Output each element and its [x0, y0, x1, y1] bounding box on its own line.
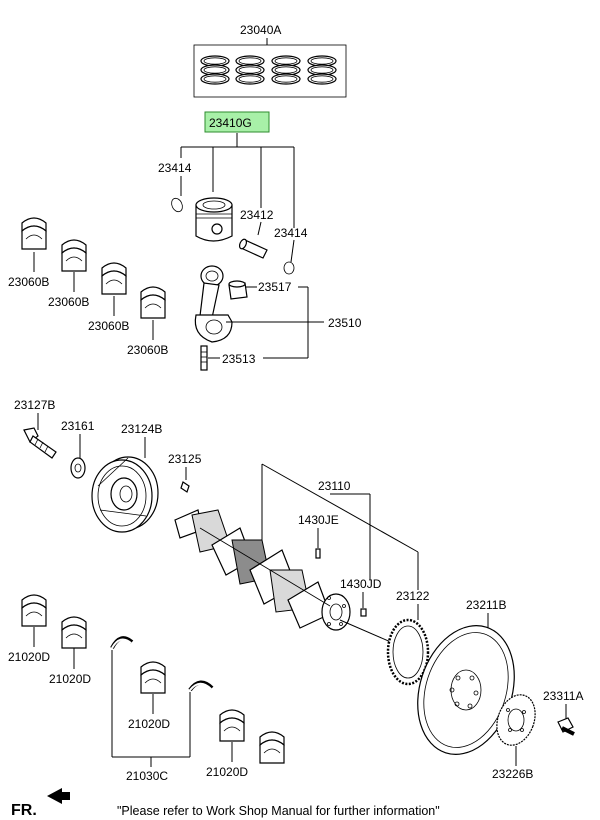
label-piston-assy[interactable]: 23410G: [209, 116, 252, 130]
main-bearing-part[interactable]: [21, 594, 47, 627]
thrust-washer-part[interactable]: [110, 636, 214, 692]
label-snap-ring-top[interactable]: 23414: [158, 161, 192, 175]
pulley-bolt-part[interactable]: [23, 427, 57, 459]
ring-set-part[interactable]: [193, 44, 347, 98]
damper-pulley-part[interactable]: [91, 456, 159, 533]
footer-note: "Please refer to Work Shop Manual for fu…: [117, 804, 440, 818]
label-key[interactable]: 23125: [168, 452, 202, 466]
piston-ring-stack: [235, 55, 265, 85]
label-rod-bolt[interactable]: 23513: [222, 352, 256, 366]
piston-ring-stack: [307, 55, 337, 85]
label-pin-2[interactable]: 1430JD: [340, 577, 382, 591]
label-main-bearing-2[interactable]: 21020D: [49, 672, 91, 686]
label-con-rod[interactable]: 23510: [328, 316, 362, 330]
label-snap-ring-bottom[interactable]: 23414: [274, 226, 308, 240]
rod-bolt-part[interactable]: [200, 345, 208, 371]
piston-assy-highlight[interactable]: [204, 111, 270, 133]
label-washer[interactable]: 23161: [61, 419, 95, 433]
piston-ring-stack: [200, 55, 230, 85]
label-plate-bolt[interactable]: 23311A: [543, 689, 583, 703]
snap-ring-top-part[interactable]: [170, 197, 185, 214]
plate-bolt-part[interactable]: [557, 717, 575, 736]
pin-1-part[interactable]: [315, 548, 321, 559]
adapter-plate-part[interactable]: [490, 689, 542, 750]
main-bearing-part[interactable]: [259, 731, 285, 764]
direction-label: FR.: [11, 802, 37, 819]
label-main-bearing-4[interactable]: 21020D: [206, 765, 248, 779]
label-main-bearing-1[interactable]: 21020D: [8, 650, 50, 664]
label-rod-bearing-1[interactable]: 23060B: [8, 275, 49, 289]
washer-part[interactable]: [70, 457, 86, 479]
rod-bearing-part[interactable]: [140, 286, 166, 319]
label-crankshaft[interactable]: 23110: [318, 479, 351, 493]
label-rod-bearing-4[interactable]: 23060B: [127, 343, 168, 357]
rod-bush-part[interactable]: [228, 280, 248, 300]
label-thrust-washer[interactable]: 21030C: [126, 769, 168, 783]
crankshaft-part[interactable]: [174, 509, 351, 631]
direction-arrow-icon: [47, 788, 70, 804]
main-bearing-part[interactable]: [140, 661, 166, 694]
label-main-bearing-3[interactable]: 21020D: [128, 717, 170, 731]
main-bearing-part[interactable]: [219, 709, 245, 742]
rod-bearing-part[interactable]: [21, 217, 47, 250]
snap-ring-bottom-part[interactable]: [283, 261, 295, 275]
label-damper-pulley[interactable]: 23124B: [121, 422, 162, 436]
rod-bearing-part[interactable]: [61, 239, 87, 272]
key-part[interactable]: [180, 481, 190, 493]
label-sprocket[interactable]: 23122: [396, 589, 430, 603]
rod-bearing-part[interactable]: [101, 262, 127, 295]
label-ring-set[interactable]: 23040A: [240, 23, 281, 37]
label-pulley-bolt[interactable]: 23127B: [14, 398, 55, 412]
label-rod-bearing-2[interactable]: 23060B: [48, 295, 89, 309]
label-pin[interactable]: 23412: [240, 208, 274, 222]
label-rod-bearing-3[interactable]: 23060B: [88, 319, 129, 333]
label-drive-plate[interactable]: 23211B: [466, 598, 506, 612]
connecting-rod-part[interactable]: [194, 265, 233, 343]
piston-ring-stack: [271, 55, 301, 85]
main-bearing-part[interactable]: [61, 616, 87, 649]
label-adapter-plate[interactable]: 23226B: [492, 767, 533, 781]
label-pin-1[interactable]: 1430JE: [298, 513, 339, 527]
label-rod-bush[interactable]: 23517: [258, 280, 292, 294]
piston-pin-part[interactable]: [238, 238, 268, 259]
piston-part[interactable]: [195, 197, 233, 242]
pin-2-part[interactable]: [360, 608, 367, 617]
sprocket-part[interactable]: [386, 618, 430, 686]
